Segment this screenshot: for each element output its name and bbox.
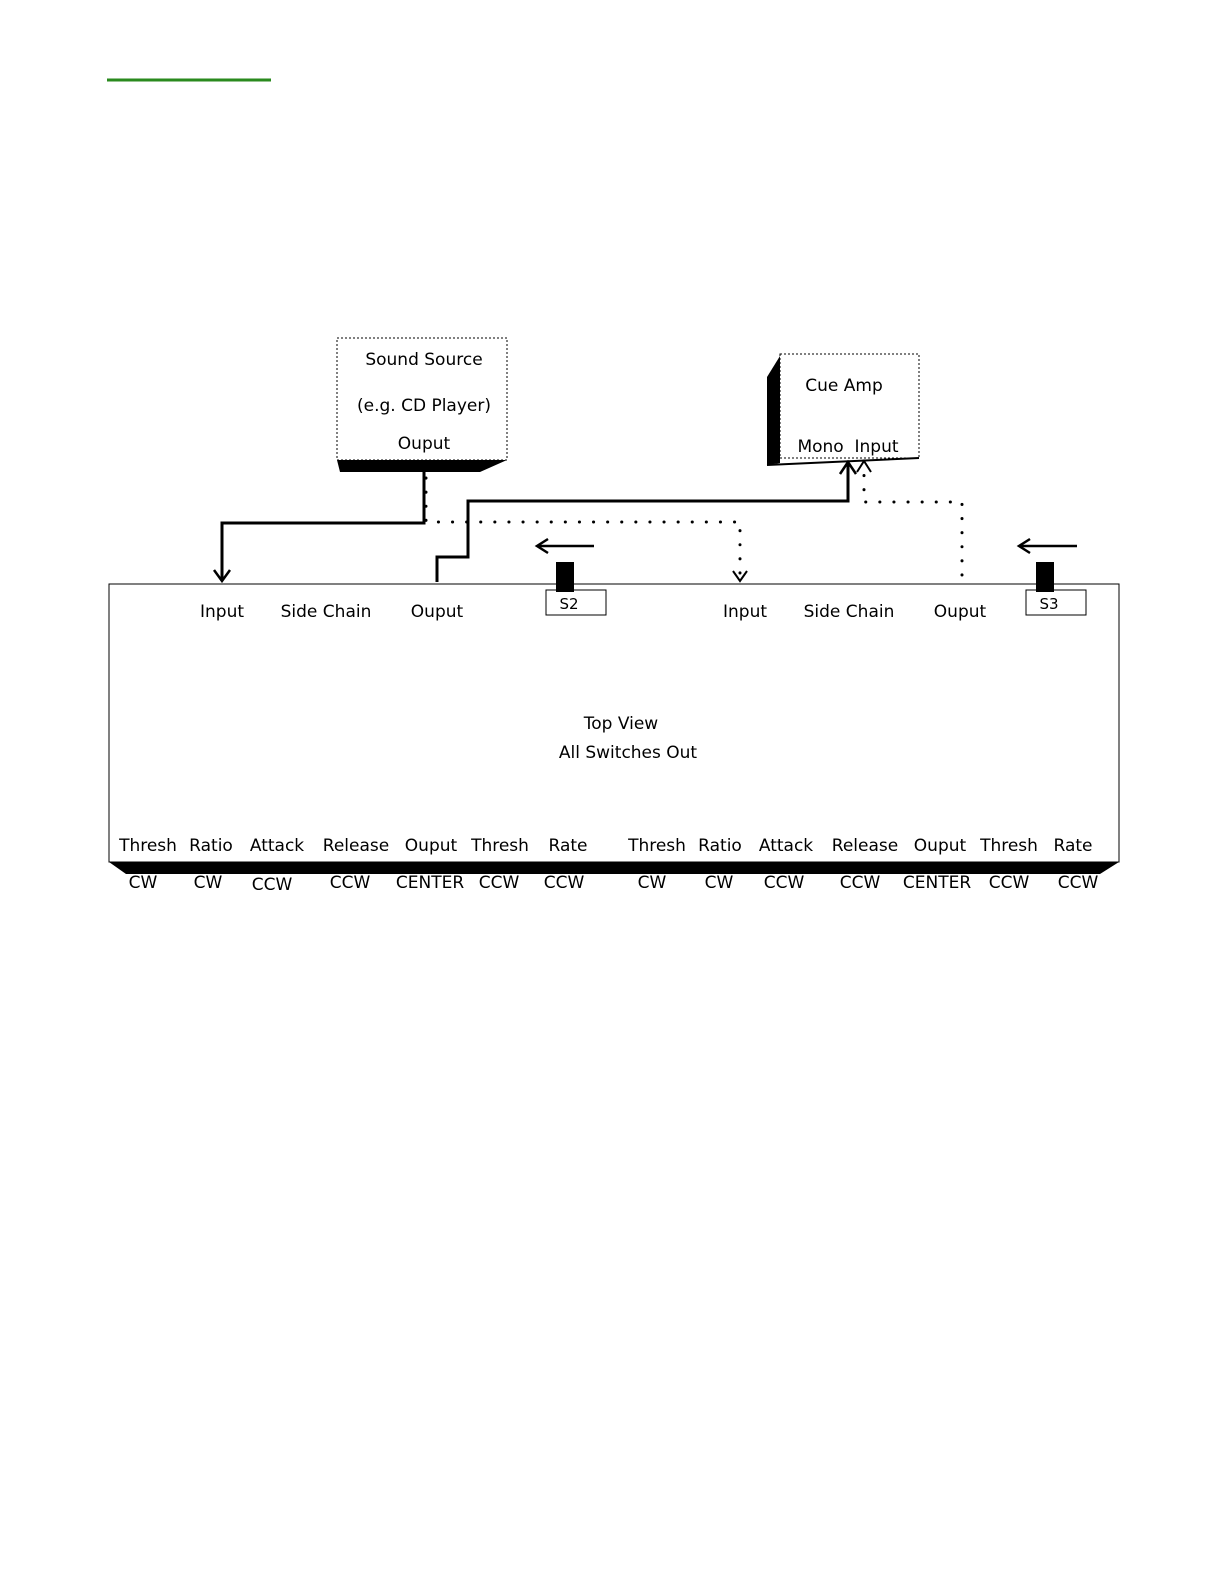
knob-label: Ouput (405, 836, 458, 856)
sound-source-box: Sound Source (e.g. CD Player) Ouput (337, 338, 507, 472)
knob-setting: CW (638, 873, 667, 893)
knob-setting: CCW (1058, 873, 1099, 893)
knob-label: Attack (759, 836, 813, 856)
knob-setting: CCW (764, 873, 805, 893)
channel-b-output-label: Ouput (934, 602, 987, 622)
knob-setting: CENTER (903, 873, 971, 893)
knob-label: Release (832, 836, 898, 856)
knob-label: Rate (1054, 836, 1093, 856)
knob-label: Thresh (118, 836, 177, 856)
knob-setting: CENTER (396, 873, 464, 893)
cue-amp-input-label: Mono Input (797, 437, 898, 457)
channel-b-side-chain-label: Side Chain (804, 602, 895, 622)
switches-note: All Switches Out (559, 743, 698, 763)
knob-setting: CCW (989, 873, 1030, 893)
knob-label: Thresh (979, 836, 1038, 856)
switch-s2: S2 (537, 539, 606, 615)
knob-label: Rate (549, 836, 588, 856)
knob-setting: CCW (840, 873, 881, 893)
cue-amp-box: Cue Amp Mono Input (767, 354, 919, 465)
knob-label: Ouput (914, 836, 967, 856)
knob-settings: CW CW CCW CCW CENTER CCW CCW CW CW CCW CCW CENTER CC… (129, 873, 1099, 895)
switch-s3: S3 (1019, 539, 1086, 615)
sound-source-subtitle: (e.g. CD Player) (357, 396, 491, 416)
output-b-to-cue-dotted (864, 470, 962, 575)
knob-setting: CW (705, 873, 734, 893)
knob-label: Ratio (698, 836, 742, 856)
top-view-label: Top View (583, 714, 659, 734)
switch-s3-label: S3 (1039, 595, 1058, 613)
source-to-input-wire (222, 472, 424, 580)
knob-setting: CCW (479, 873, 520, 893)
channel-b-input-label: Input (723, 602, 767, 622)
switch-s2-label: S2 (559, 595, 578, 613)
source-to-input-b-dotted (426, 478, 740, 573)
dotted-wiring (426, 470, 962, 575)
cue-amp-title: Cue Amp (805, 376, 883, 396)
knob-label: Ratio (189, 836, 233, 856)
channel-a-input-label: Input (200, 602, 244, 622)
arrowhead-cue-dotted (857, 461, 871, 472)
knob-label: Thresh (470, 836, 529, 856)
compressor-unit: Input Side Chain Ouput Input Side Chain … (109, 539, 1119, 895)
knob-label: Release (323, 836, 389, 856)
knob-setting: CW (129, 873, 158, 893)
sound-source-output-label: Ouput (398, 434, 451, 454)
channel-a-side-chain-label: Side Chain (281, 602, 372, 622)
knob-setting: CCW (252, 875, 293, 895)
knob-setting: CCW (544, 873, 585, 893)
knob-setting: CCW (330, 873, 371, 893)
sound-source-title: Sound Source (365, 350, 482, 370)
knob-label: Attack (250, 836, 304, 856)
knob-label: Thresh (627, 836, 686, 856)
knob-setting: CW (194, 873, 223, 893)
output-to-cue-wire (437, 463, 848, 582)
signal-wiring (214, 462, 856, 582)
channel-a-output-label: Ouput (411, 602, 464, 622)
